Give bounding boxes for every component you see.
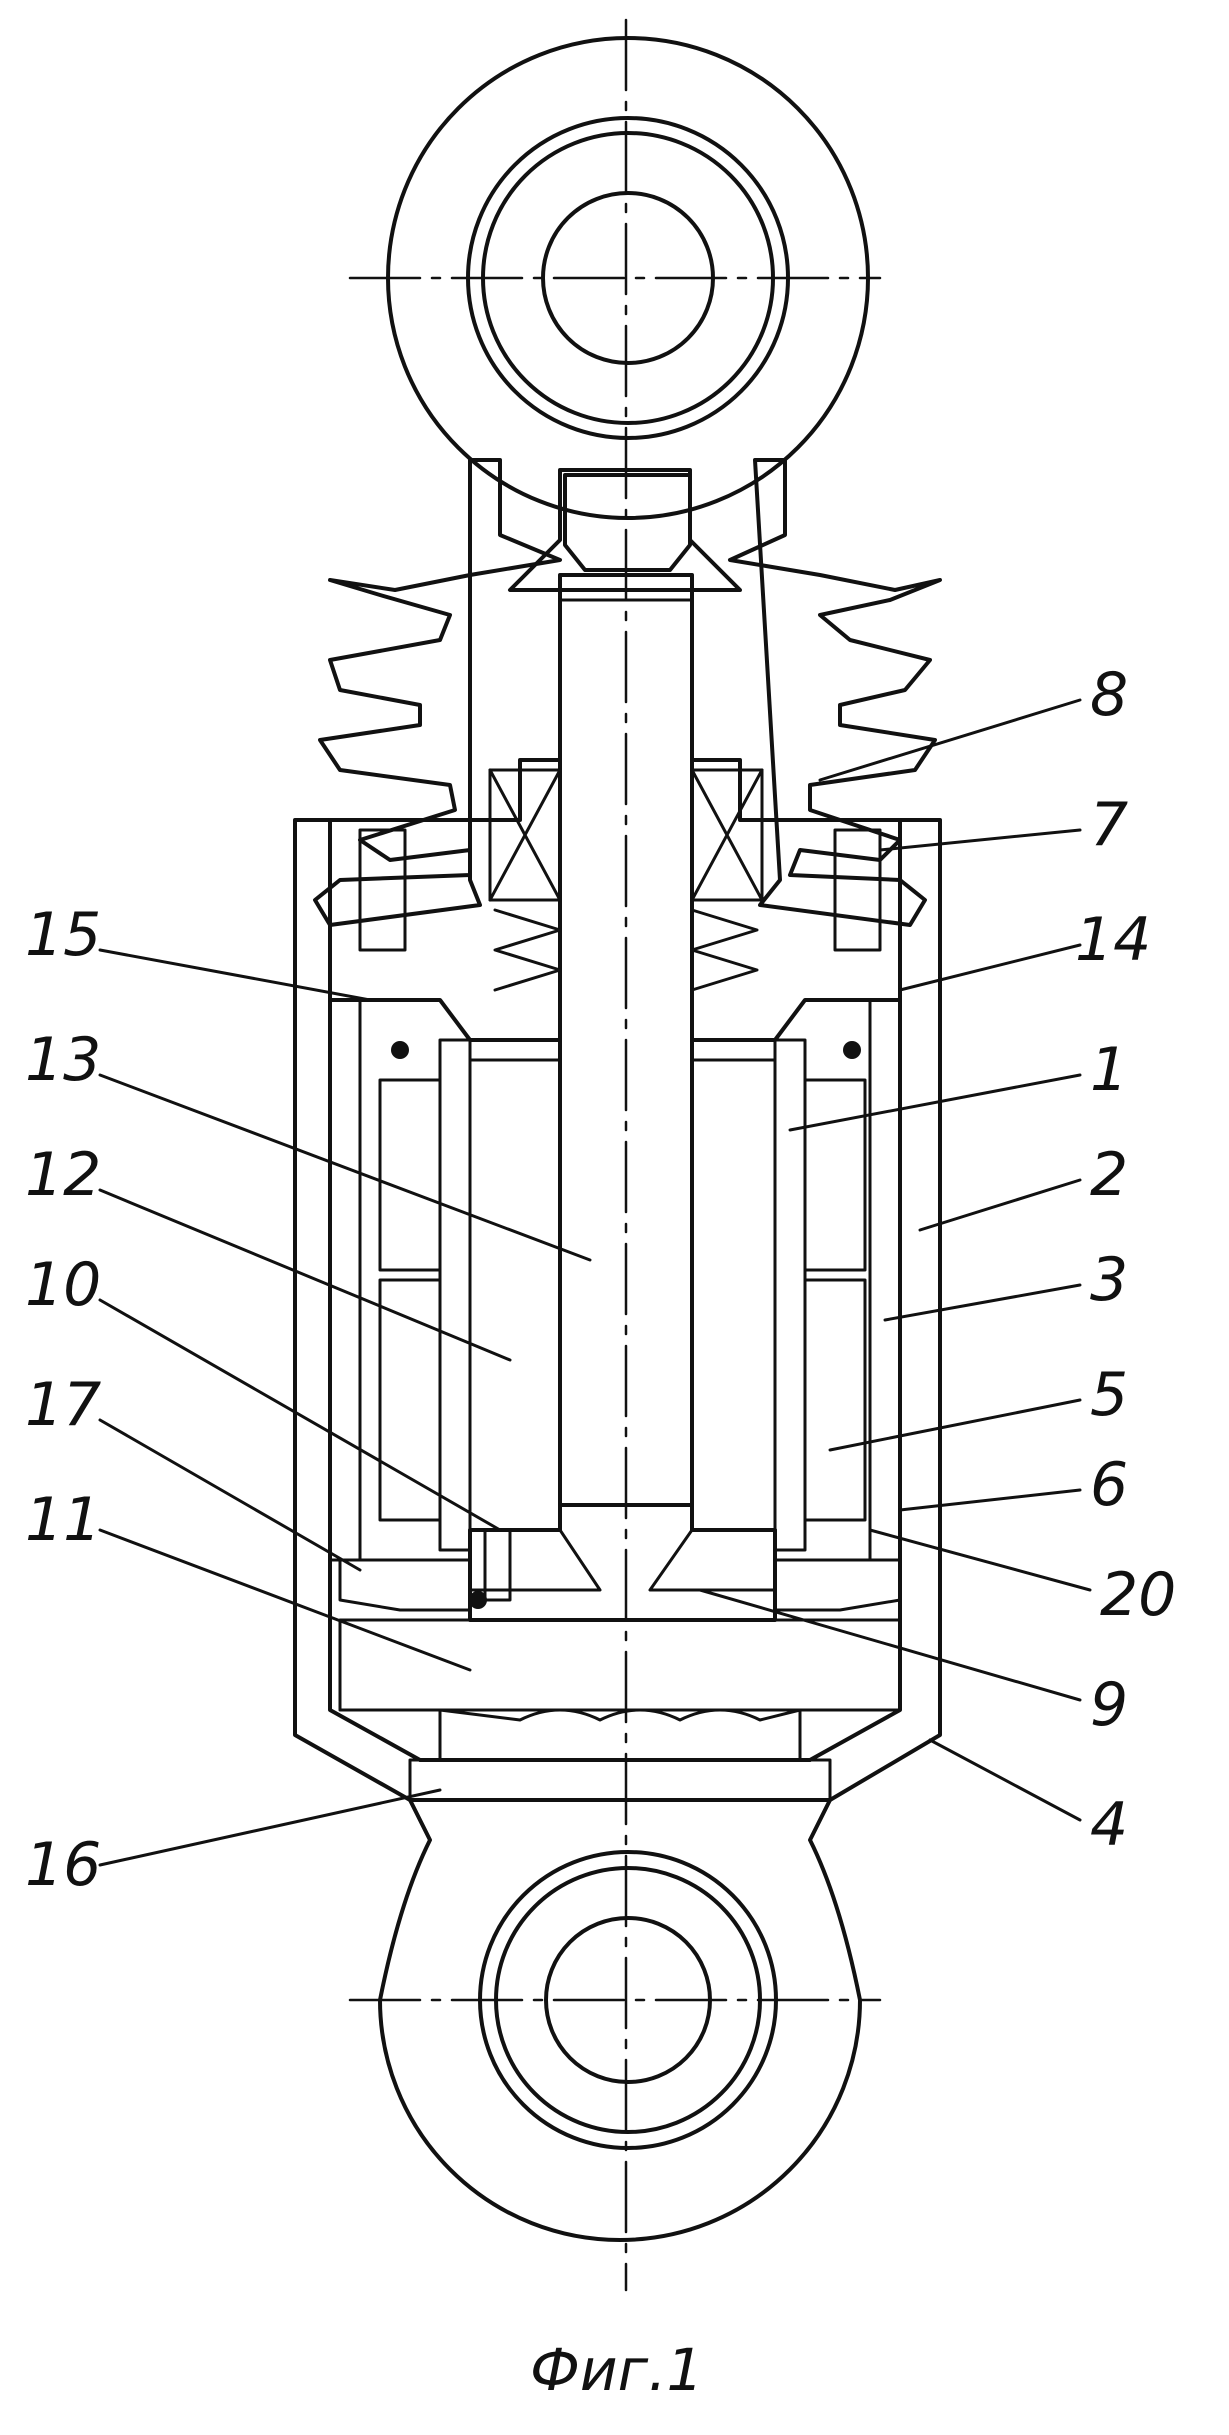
bottom-valve-body-left: [340, 1560, 470, 1610]
leader-9: [700, 1590, 1080, 1700]
base-valve-disc: [440, 1710, 800, 1760]
label-1: 1: [1090, 1035, 1128, 1105]
label-5: 5: [1090, 1360, 1128, 1430]
working-cylinder-left-wall: [440, 1040, 470, 1550]
label-2: 2: [1090, 1140, 1128, 1210]
leader-7: [880, 830, 1080, 850]
label-17: 17: [25, 1370, 101, 1440]
piston-assembly: [469, 1505, 775, 1620]
leader-3: [885, 1285, 1080, 1320]
lower-mounting-eye: [380, 1800, 860, 2240]
leader-2: [920, 1180, 1080, 1230]
figure-caption: Фиг.1: [530, 2336, 703, 2404]
porous-chamber-right: [805, 1080, 865, 1270]
label-3: 3: [1090, 1245, 1128, 1315]
fluid-chamber-left: [470, 1060, 560, 1530]
leader-17: [100, 1420, 360, 1570]
working-cylinder-right-wall: [775, 1040, 805, 1550]
base-plate-16: [410, 1760, 830, 1800]
fluid-reservoir-right: [805, 1280, 865, 1520]
rod-guide-seal-assembly: [330, 760, 900, 1059]
intermediate-tube-left: [330, 1000, 360, 1560]
label-9: 9: [1090, 1670, 1128, 1740]
bellows-boot: [315, 460, 940, 925]
label-12: 12: [25, 1140, 101, 1210]
label-6: 6: [1090, 1450, 1128, 1520]
label-4: 4: [1090, 1790, 1128, 1860]
bottom-valve-body-right: [775, 1560, 900, 1610]
label-16: 16: [25, 1830, 101, 1900]
upper-mounting-eye: [388, 38, 868, 590]
fluid-reservoir-left: [380, 1280, 440, 1520]
label-8: 8: [1090, 660, 1128, 730]
label-10: 10: [25, 1250, 101, 1320]
fluid-chamber-right: [692, 1060, 775, 1530]
leader-14: [900, 945, 1080, 990]
leader-4: [930, 1740, 1080, 1820]
leader-13: [100, 1075, 590, 1260]
leader-16: [100, 1790, 440, 1865]
porous-chamber-left: [380, 1080, 440, 1270]
leader-8: [820, 700, 1080, 780]
label-13: 13: [25, 1025, 101, 1095]
label-15: 15: [25, 900, 101, 970]
bottom-fluid-chamber: [340, 1620, 900, 1710]
label-7: 7: [1090, 790, 1128, 860]
intermediate-tube-right: [870, 1000, 900, 1560]
leader-5: [830, 1400, 1080, 1450]
leader-6: [900, 1490, 1080, 1510]
label-20: 20: [1100, 1560, 1176, 1630]
leader-20: [870, 1530, 1090, 1590]
label-14: 14: [1075, 905, 1151, 975]
label-11: 11: [25, 1485, 101, 1555]
leader-11: [100, 1530, 470, 1670]
leader-1: [790, 1075, 1080, 1130]
